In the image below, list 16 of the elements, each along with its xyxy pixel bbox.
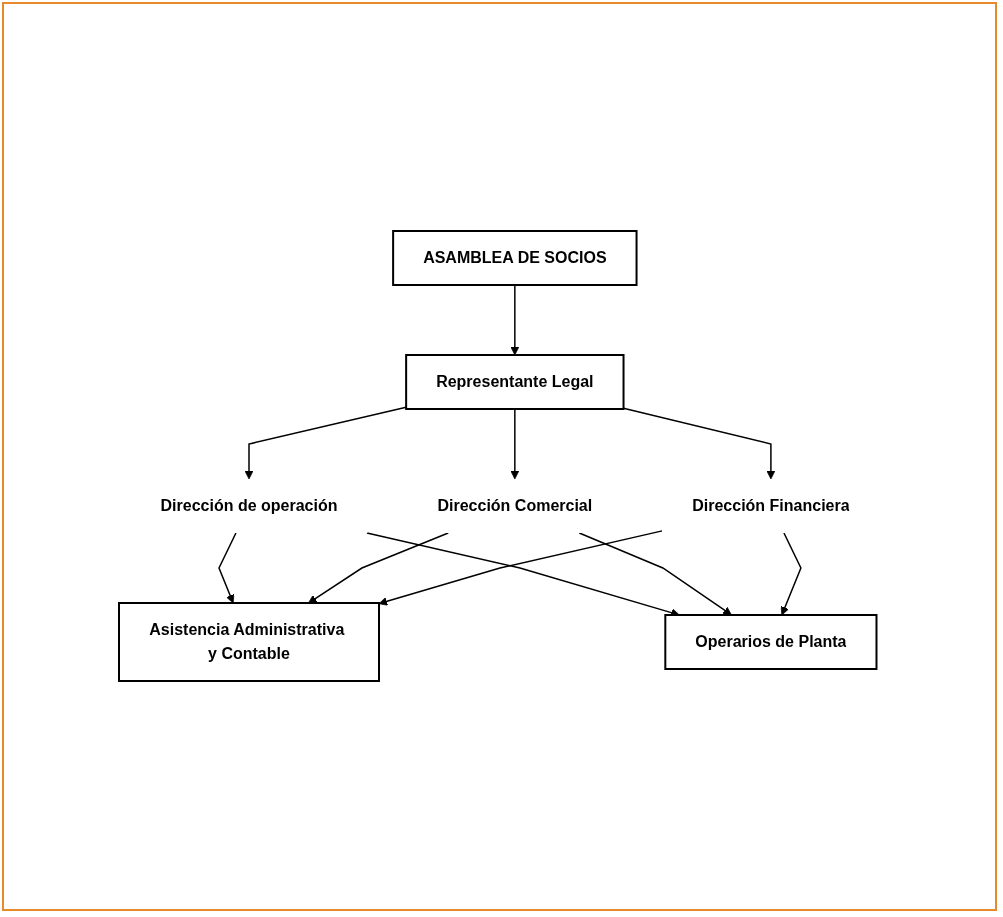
node-box [405,354,625,411]
node-text: Dirección Comercial [437,497,593,515]
arrow [218,532,237,604]
arrow [510,284,520,356]
arrow [510,408,520,480]
arrow [622,408,776,480]
arrow [780,532,802,616]
arrow [308,532,450,604]
node-box [664,614,878,671]
arrow [378,530,664,607]
arrow [578,532,733,616]
node-box [392,230,638,287]
node-box [118,602,381,683]
node-text: Dirección de operación [160,497,338,515]
arrow [244,407,408,480]
node-text: Dirección Financiera [692,497,850,515]
